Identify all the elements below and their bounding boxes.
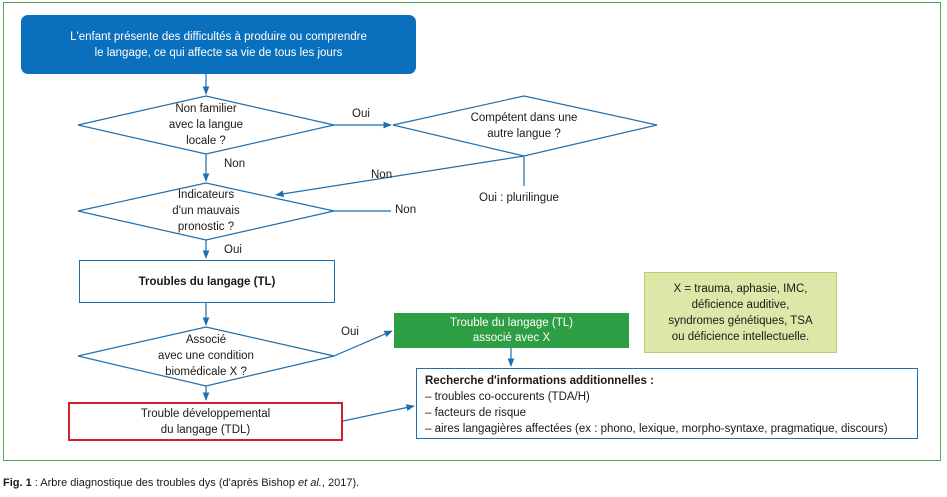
label-oui-indicateurs: Oui [224,244,242,256]
edge-competent-indicateurs [275,155,525,198]
box-troubles-langage: Troubles du langage (TL) [79,260,335,303]
caption-fig: Fig. 1 [3,477,32,489]
decision-indicateurs-text: Indicateurs d'un mauvais pronostic ? [172,189,240,233]
edge-tdl-info [342,404,415,422]
label-non-familier: Non [224,158,246,170]
label-non-competent: Non [371,169,393,181]
decision-familier-text: Non familier avec la langue locale ? [168,103,244,147]
caption-text-before: : Arbre diagnostique des troubles dys (d… [31,477,298,489]
box-x-definition: X = trauma, aphasie, IMC, déficience aud… [644,272,837,353]
figure-frame [3,2,941,461]
label-non-indicateurs: Non [395,204,417,216]
box-tdl: Trouble développemental du langage (TDL) [68,402,343,441]
box-troubles-langage-text: Troubles du langage (TL) [138,275,276,288]
label-oui-plurilingue: Oui : plurilingue [479,192,559,204]
info-item: – troubles co-occurents (TDA/H) [425,391,590,403]
start-box: L'enfant présente des difficultés à prod… [21,15,416,74]
box-informations-additionnelles: Recherche d'informations additionnelles … [416,368,918,439]
box-tl-associe-x: Trouble du langage (TL) associé avec X [394,313,629,348]
decision-competent-text: Compétent dans une autre langue ? [470,112,578,140]
edge-associe-tlx [333,330,393,357]
box-tl-associe-x-text: Trouble du langage (TL) associé avec X [450,316,573,344]
box-x-definition-text: X = trauma, aphasie, IMC, déficience aud… [668,282,813,343]
label-oui-familier: Oui [352,108,370,120]
box-tdl-text: Trouble développemental du langage (TDL) [140,407,271,436]
caption-etal: et al. [298,477,322,489]
figure-caption: Fig. 1 : Arbre diagnostique des troubles… [3,477,359,489]
decision-competent-shape [392,95,658,157]
start-text: L'enfant présente des difficultés à prod… [70,30,367,59]
label-oui-associe: Oui [341,326,359,338]
caption-text-after: , 2017). [321,477,360,489]
decision-associe-text: Associé avec une condition biomédicale X… [158,334,254,378]
info-item: – facteurs de risque [425,407,527,419]
info-item: – aires langagières affectées (ex : phon… [425,423,888,435]
info-title: Recherche d'informations additionnelles … [425,375,654,387]
